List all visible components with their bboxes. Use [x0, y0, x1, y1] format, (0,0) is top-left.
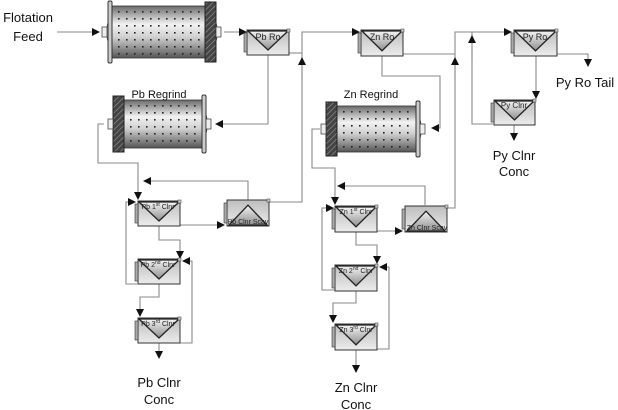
mill-flange [201, 94, 207, 154]
pb-regrind-discharge [97, 123, 142, 200]
mill-trunnion [215, 26, 222, 38]
zn-regrind-discharge [311, 128, 339, 205]
pb-3rd-clnr-label: Pb 3rd Clnr [141, 319, 175, 328]
zn-scav-tail [447, 28, 512, 209]
pb-2nd-conc [136, 284, 160, 317]
py-clnr-label: Py Clnr [501, 101, 528, 110]
pb-regrind-mill [107, 94, 212, 154]
zn-ro-conc-to-regrind [381, 56, 441, 132]
zn-clnr-conc-label-2: Conc [341, 397, 372, 410]
cell-feed-box [490, 102, 495, 123]
flotation-feed-label-2: Feed [13, 29, 43, 44]
py-ro-tail [557, 53, 592, 67]
mill-hatched-end [325, 101, 338, 157]
zn-ro-cell [357, 28, 405, 57]
mill-trunnion [419, 123, 426, 135]
pb-regrind-label: Pb Regrind [131, 89, 186, 101]
primary-ball-mill [101, 0, 222, 64]
mill-hatched-end [112, 95, 125, 153]
pb-3rd-tail [180, 257, 193, 344]
pb-clnr-conc-label: Pb Clnr [137, 375, 181, 390]
zn-2nd-tail [321, 204, 335, 291]
pb-clnr-scav-label: Pb Clnr Scav [228, 219, 269, 226]
py-clnr-cell [490, 98, 537, 126]
cell-feed-box [331, 208, 336, 230]
cell-feed-box [331, 326, 336, 348]
mill-trunnion [107, 118, 114, 130]
mill-flange [415, 100, 421, 158]
zn-3rd-clnr-label: Zn 3rd Clnr [339, 325, 373, 334]
py-ro-tail-label: Py Ro Tail [556, 75, 614, 90]
cell-feed-box [223, 202, 228, 224]
zn-2nd-clnr-cell [331, 263, 379, 292]
cell-feed-box [243, 32, 248, 53]
pb-scav-tail [268, 28, 360, 203]
zn-3rd-clnr-cell [331, 322, 379, 351]
pb-2nd-clnr-cell [134, 257, 182, 285]
cell-feed-box [331, 267, 336, 289]
zn-1st-clnr-label: Zn 1st Clnr [340, 207, 373, 216]
mill-trunnion [205, 118, 212, 130]
zn-regrind-mill [320, 100, 426, 158]
pb-2nd-tail [125, 198, 137, 285]
zn-clnr-conc-label: Zn Clnr [335, 380, 378, 395]
pb-2nd-clnr-label: Pb 2nd Clnr [141, 260, 176, 269]
mill-shell [336, 105, 417, 153]
pb-ro-cell [243, 28, 291, 56]
cell-feed-box [357, 32, 362, 54]
py-ro-label: Py Ro [523, 32, 548, 42]
zn-1st-conc [355, 232, 381, 264]
zn-1st-clnr-cell [331, 204, 379, 233]
flotation-feed-label: Flotation [3, 10, 53, 25]
py-clnr-conc-label: Py Clnr [493, 148, 536, 163]
zn-3rd-tail [377, 263, 390, 350]
cell-feed-box [134, 203, 139, 224]
cell-feed-box [401, 208, 406, 230]
mill-hatched-end [204, 1, 217, 63]
pb-1st-conc [158, 226, 184, 259]
mill-trunnion [320, 123, 327, 135]
mill-flange [107, 0, 113, 64]
mill-trunnion [101, 26, 108, 38]
pb-3rd-clnr-cell [134, 316, 182, 344]
pb-clnr-conc-label-2: Conc [144, 392, 175, 407]
zn-2nd-clnr-label: Zn 2nd Clnr [339, 266, 374, 275]
zn-clnr-scav-cell [401, 204, 449, 233]
cell-feed-box [510, 32, 515, 54]
pb-scav-conc-return [143, 177, 249, 200]
cell-feed-box [134, 320, 139, 341]
pb-ro-label: Pb Ro [255, 32, 280, 42]
zn-regrind-label: Zn Regrind [344, 89, 398, 101]
zn-clnr-scav-label: Zn Clnr Scav [407, 225, 448, 232]
py-ro-cell [510, 28, 559, 57]
pb-1st-clnr-cell [134, 199, 182, 227]
pb-clnr-scav-cell [223, 198, 271, 227]
zn-scav-conc-return [337, 182, 426, 205]
pb-1st-clnr-label: Pb 1st Clnr [141, 202, 175, 211]
zn-2nd-conc [329, 291, 357, 323]
zn-ro-label: Zn Ro [370, 32, 395, 42]
pb-ro-conc-to-regrind [215, 55, 269, 128]
py-clnr-tail [471, 32, 493, 125]
py-clnr-conc-label-2: Conc [499, 164, 530, 179]
cell-feed-box [134, 261, 139, 282]
